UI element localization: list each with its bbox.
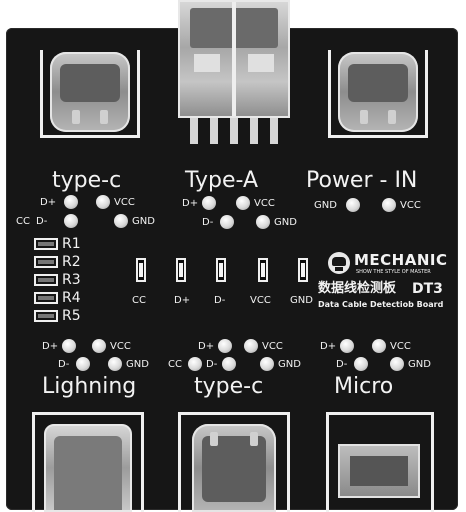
mechanic-logo-icon: [328, 252, 350, 274]
resistor-r3: [34, 274, 58, 286]
resistor-r1: [34, 238, 58, 250]
pin-label: GND: [274, 217, 297, 228]
top-type-c-connector[interactable]: [50, 52, 130, 132]
pin-label: D-: [36, 216, 48, 227]
resistor-label: R5: [62, 308, 81, 324]
test-pad: [260, 357, 274, 371]
test-pad: [188, 357, 202, 371]
test-pad: [382, 198, 396, 212]
led-label: CC: [132, 295, 146, 306]
pin-label: D-: [336, 359, 348, 370]
led-label: GND: [290, 295, 313, 306]
pin-label: D-: [202, 217, 214, 228]
pin-label: VCC: [110, 341, 131, 352]
top-power-in-port-frame: [328, 50, 428, 138]
resistor-label: R4: [62, 290, 81, 306]
pin-label: D-: [58, 359, 70, 370]
type-a-connector[interactable]: [178, 0, 290, 118]
test-pad: [222, 357, 236, 371]
resistor-label: R1: [62, 236, 81, 252]
test-pad: [354, 357, 368, 371]
power-in-title: Power - IN: [306, 168, 418, 193]
test-pad: [256, 215, 270, 229]
resistor-label: R2: [62, 254, 81, 270]
led-vcc: [258, 258, 268, 282]
lightning-connector[interactable]: [44, 424, 132, 512]
model-number: DT3: [412, 281, 443, 297]
resistor-r4: [34, 292, 58, 304]
pin-label: D+: [40, 197, 57, 208]
test-pad: [96, 195, 110, 209]
test-pad: [64, 195, 78, 209]
type-a-pins: [190, 118, 278, 144]
chinese-title: 数据线检测板: [318, 281, 397, 296]
pin-label: D+: [182, 198, 199, 209]
pin-label: VCC: [114, 197, 135, 208]
test-pad: [76, 357, 90, 371]
brand-tagline: SHOW THE STYLE OF MASTER: [356, 269, 431, 275]
test-pad: [108, 357, 122, 371]
test-pad: [220, 215, 234, 229]
board-subtitle: Data Cable Detectiob Board: [318, 300, 444, 309]
top-type-c-title: type-c: [52, 168, 122, 193]
pin-label: D-: [206, 359, 218, 370]
pin-label: CC: [168, 359, 182, 370]
test-pad: [64, 214, 78, 228]
led-d-minus: [216, 258, 226, 282]
pin-label: GND: [126, 359, 149, 370]
test-pad: [202, 196, 216, 210]
test-pad: [390, 357, 404, 371]
bottom-type-c-title: type-c: [194, 374, 264, 399]
led-label: D+: [174, 295, 191, 306]
test-pad: [62, 339, 76, 353]
test-pad: [340, 339, 354, 353]
test-pad: [236, 196, 250, 210]
led-cc: [136, 258, 146, 282]
test-pad: [372, 339, 386, 353]
pin-label: GND: [314, 200, 337, 211]
power-in-connector[interactable]: [338, 52, 418, 132]
resistor-r5: [34, 310, 58, 322]
type-a-title: Type-A: [185, 168, 259, 193]
test-pad: [92, 339, 106, 353]
test-pad: [114, 214, 128, 228]
led-gnd: [298, 258, 308, 282]
led-label: D-: [214, 295, 226, 306]
micro-title: Micro: [334, 374, 394, 399]
pin-label: VCC: [390, 341, 411, 352]
bottom-type-c-connector[interactable]: [192, 424, 276, 512]
led-d-plus: [176, 258, 186, 282]
resistor-label: R3: [62, 272, 81, 288]
pin-label: VCC: [262, 341, 283, 352]
top-type-c-port-frame: [40, 50, 140, 138]
pin-label: GND: [132, 216, 155, 227]
micro-connector[interactable]: [338, 444, 420, 498]
pin-label: GND: [408, 359, 431, 370]
resistor-r2: [34, 256, 58, 268]
pin-label: CC: [16, 216, 30, 227]
pin-label: VCC: [254, 198, 275, 209]
pin-label: VCC: [400, 200, 421, 211]
brand-name: MECHANIC: [354, 251, 448, 269]
pin-label: D+: [198, 341, 215, 352]
lightning-port-frame: [32, 412, 144, 512]
pin-label: D+: [320, 341, 337, 352]
pin-label: D+: [42, 341, 59, 352]
lightning-title: Lighning: [42, 374, 137, 399]
test-pad: [218, 339, 232, 353]
micro-port-frame: [326, 412, 434, 512]
test-pad: [244, 339, 258, 353]
bottom-type-c-port-frame: [178, 412, 290, 512]
test-pad: [346, 198, 360, 212]
pin-label: GND: [278, 359, 301, 370]
led-label: VCC: [250, 295, 271, 306]
